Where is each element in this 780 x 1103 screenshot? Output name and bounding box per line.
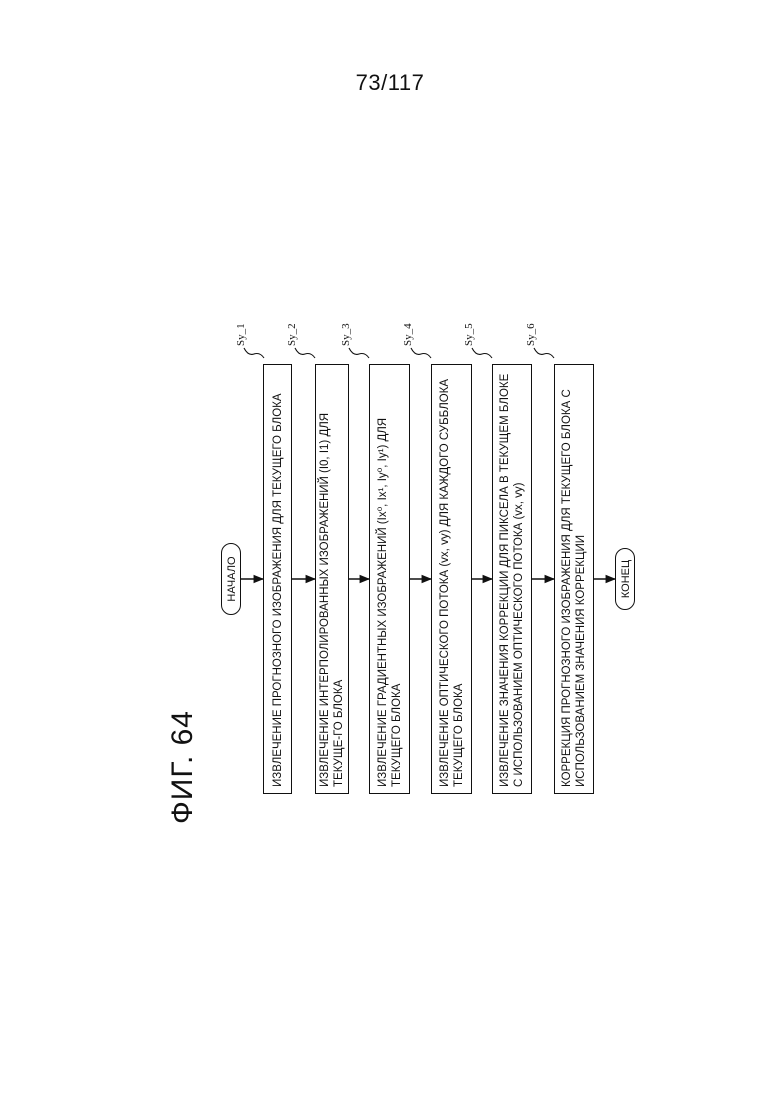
label-leaders [244, 348, 554, 358]
step-4-label: Sy_4 [402, 323, 414, 346]
step-4-box: ИЗВЛЕЧЕНИЕ ОПТИЧЕСКОГО ПОТОКА (vx, vy) Д… [431, 364, 472, 794]
leader-sy3 [349, 348, 369, 358]
step-6-text: КОРРЕКЦИЯ ПРОГНОЗНОГО ИЗОБРАЖЕНИЯ ДЛЯ ТЕ… [560, 371, 588, 787]
leader-sy4 [411, 348, 431, 358]
step-5-text: ИЗВЛЕЧЕНИЕ ЗНАЧЕНИЯ КОРРЕКЦИИ ДЛЯ ПИКСЕЛ… [498, 371, 526, 787]
step-2-label: Sy_2 [286, 323, 298, 346]
leader-sy5 [472, 348, 492, 358]
leader-sy6 [534, 348, 554, 358]
step-5-label: Sy_5 [463, 323, 475, 346]
step-6-label: Sy_6 [525, 323, 537, 346]
step-6-box: КОРРЕКЦИЯ ПРОГНОЗНОГО ИЗОБРАЖЕНИЯ ДЛЯ ТЕ… [554, 364, 594, 794]
step-3-box: ИЗВЛЕЧЕНИЕ ГРАДИЕНТНЫХ ИЗОБРАЖЕНИЙ (Ix⁰,… [369, 364, 410, 794]
step-1-box: ИЗВЛЕЧЕНИЕ ПРОГНОЗНОГО ИЗОБРАЖЕНИЯ ДЛЯ Т… [263, 364, 292, 794]
step-1-text: ИЗВЛЕЧЕНИЕ ПРОГНОЗНОГО ИЗОБРАЖЕНИЯ ДЛЯ Т… [271, 393, 285, 787]
start-terminal: НАЧАЛО [221, 543, 241, 615]
step-2-text: ИЗВЛЕЧЕНИЕ ИНТЕРПОЛИРОВАННЫХ ИЗОБРАЖЕНИЙ… [318, 371, 346, 787]
leader-sy1 [244, 348, 264, 358]
leader-sy2 [295, 348, 315, 358]
page-number: 73/117 [0, 70, 780, 96]
rotated-diagram: ФИГ. 64 НАЧАЛО ИЗВЛЕЧЕНИЕ ПРОГНОЗНОГО [143, 328, 613, 824]
step-3-text: ИЗВЛЕЧЕНИЕ ГРАДИЕНТНЫХ ИЗОБРАЖЕНИЙ (Ix⁰,… [376, 371, 404, 787]
step-1-label: Sy_1 [235, 323, 247, 346]
step-4-text: ИЗВЛЕЧЕНИЕ ОПТИЧЕСКОГО ПОТОКА (vx, vy) Д… [438, 371, 466, 787]
step-3-label: Sy_3 [340, 323, 352, 346]
step-2-box: ИЗВЛЕЧЕНИЕ ИНТЕРПОЛИРОВАННЫХ ИЗОБРАЖЕНИЙ… [315, 364, 349, 794]
step-5-box: ИЗВЛЕЧЕНИЕ ЗНАЧЕНИЯ КОРРЕКЦИИ ДЛЯ ПИКСЕЛ… [492, 364, 532, 794]
end-terminal: КОНЕЦ [615, 548, 635, 610]
